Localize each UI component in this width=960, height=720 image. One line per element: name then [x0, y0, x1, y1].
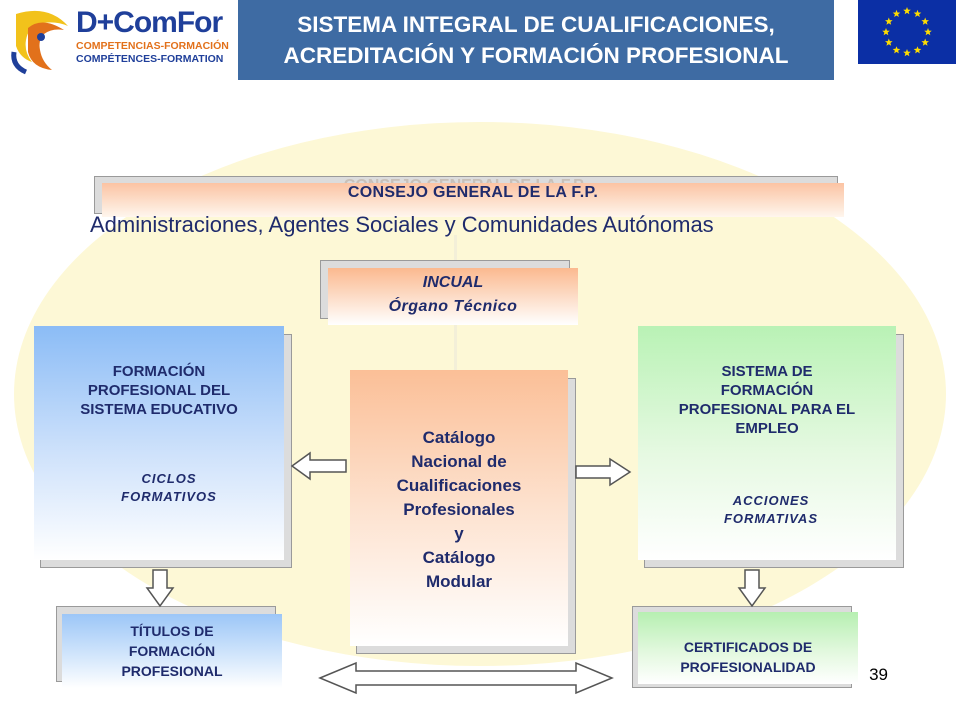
logo-brand: D+ComFor — [76, 6, 223, 39]
fp-educativo-title-line-1: FORMACIÓN — [112, 363, 206, 380]
catalogo-line-1: Catálogo — [422, 428, 496, 447]
arrow-left-icon — [290, 451, 347, 481]
incual-subtitle: Órgano Técnico — [388, 298, 518, 315]
logo-line-1: COMPETENCIAS-FORMACIÓN — [76, 40, 229, 52]
eu-stars — [882, 7, 932, 57]
sfpe-title: SISTEMA DE FORMACIÓN PROFESIONAL PARA EL… — [638, 362, 896, 438]
fp-educativo-subtitle: CICLOS FORMATIVOS — [34, 470, 304, 506]
eu-star — [924, 28, 932, 36]
sfpe-sub-line-2: FORMATIVAS — [723, 511, 818, 526]
sfpe-title-line-2: FORMACIÓN — [720, 382, 814, 399]
arrow-down-right-icon — [737, 569, 767, 608]
eu-star — [882, 28, 890, 36]
sfpe-title-line-3: PROFESIONAL PARA EL — [678, 401, 856, 418]
logo-face-icon — [11, 10, 68, 75]
titulos-line-1: TÍTULOS DE — [130, 623, 214, 639]
titulos-box — [62, 614, 282, 688]
sfpe-box — [638, 326, 896, 560]
catalogo-line-3: Cualificaciones — [396, 476, 522, 495]
arrow-down-left-icon — [145, 569, 175, 608]
certificados-text: CERTIFICADOS DE PROFESIONALIDAD — [638, 637, 858, 677]
fp-educativo-title-line-3: SISTEMA EDUCATIVO — [80, 401, 238, 418]
titulos-line-2: FORMACIÓN — [128, 643, 216, 659]
catalogo-line-2: Nacional de — [411, 452, 507, 471]
incual-title: INCUAL — [422, 274, 484, 291]
page-title-line-1: SISTEMA INTEGRAL DE CUALIFICACIONES, — [297, 12, 775, 37]
sfpe-subtitle: ACCIONES FORMATIVAS — [654, 492, 888, 528]
page-title-line-2: ACREDITACIÓN Y FORMACIÓN PROFESIONAL — [283, 43, 789, 68]
titulos-line-3: PROFESIONAL — [121, 663, 223, 679]
sfpe-title-line-1: SISTEMA DE — [721, 363, 813, 380]
certificados-box — [638, 612, 858, 684]
fp-educativo-sub-line-1: CICLOS — [141, 471, 197, 486]
eu-star — [885, 38, 893, 46]
catalogo-line-4: Profesionales — [403, 500, 515, 519]
fp-educativo-title-line-2: PROFESIONAL DEL — [87, 382, 231, 399]
dcomfor-logo — [8, 6, 236, 76]
eu-star — [921, 38, 929, 46]
logo-text: D+ComFor COMPETENCIAS-FORMACIÓN COMPÉTEN… — [76, 6, 236, 76]
page-number: 39 — [869, 665, 888, 684]
eu-star — [921, 17, 929, 25]
catalogo-text: Catálogo Nacional de Cualificaciones Pro… — [350, 426, 568, 594]
fp-educativo-sub-line-2: FORMATIVOS — [121, 489, 217, 504]
eu-star — [885, 17, 893, 25]
eu-star — [913, 46, 922, 54]
page-title: SISTEMA INTEGRAL DE CUALIFICACIONES, ACR… — [238, 0, 834, 80]
sfpe-sub-line-1: ACCIONES — [732, 493, 810, 508]
consejo-box — [102, 183, 844, 217]
eu-star — [903, 7, 911, 15]
catalogo-box — [350, 370, 568, 646]
catalogo-line-7: Modular — [425, 572, 493, 591]
certificados-line-2: PROFESIONALIDAD — [680, 659, 816, 675]
sfpe-title-line-4: EMPLEO — [735, 420, 799, 437]
fp-educativo-box — [34, 326, 284, 560]
eu-star — [913, 9, 922, 18]
arrow-right-icon — [575, 457, 632, 487]
incual-box — [328, 268, 578, 325]
arrow-double-icon — [318, 661, 614, 695]
fp-educativo-title: FORMACIÓN PROFESIONAL DEL SISTEMA EDUCAT… — [34, 362, 284, 419]
logo-line-2: COMPÉTENCES-FORMATION — [76, 53, 224, 65]
eu-star — [892, 46, 901, 54]
consejo-title: CONSEJO GENERAL DE LA F.P. — [347, 184, 599, 201]
catalogo-line-6: Catálogo — [422, 548, 496, 567]
consejo-subtitle: Administraciones, Agentes Sociales y Com… — [90, 212, 714, 237]
eu-star — [903, 49, 911, 57]
catalogo-line-5: y — [454, 524, 464, 543]
eu-star — [892, 9, 901, 18]
eu-flag-icon — [858, 0, 956, 64]
titulos-text: TÍTULOS DE FORMACIÓN PROFESIONAL — [62, 621, 282, 681]
certificados-line-1: CERTIFICADOS DE — [683, 639, 813, 655]
